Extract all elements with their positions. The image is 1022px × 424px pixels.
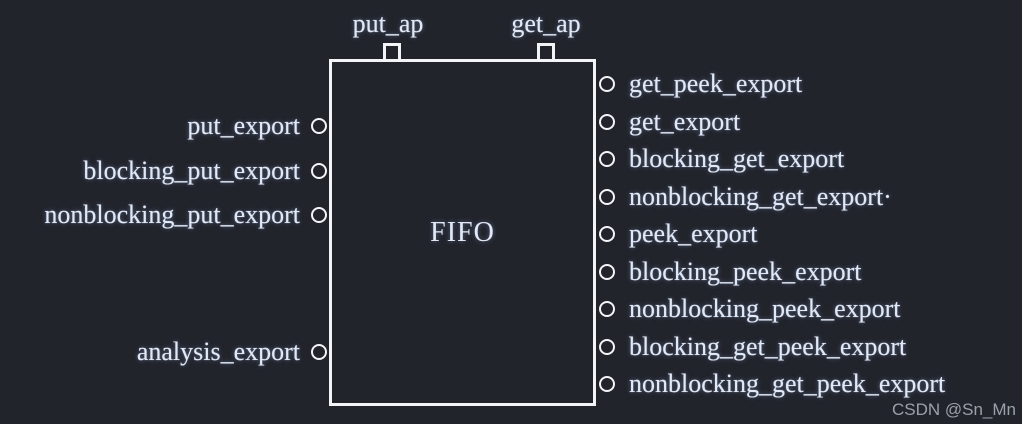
- top-port-label-put-ap: put_ap: [352, 9, 424, 38]
- port-circle-blocking-put-export-icon: [311, 163, 327, 179]
- port-circle-get-peek-export-icon: [599, 76, 615, 92]
- port-circle-nonblocking-get-peek-export-icon: [599, 376, 615, 392]
- right-port-label-peek-export: peek_export: [629, 219, 758, 248]
- right-port-label-nonblocking-get-peek-export: nonblocking_get_peek_export: [629, 369, 946, 398]
- right-port-label-nonblocking-get-export: nonblocking_get_export·: [629, 182, 892, 211]
- left-port-label-put-export: put_export: [187, 111, 300, 140]
- port-circle-nonblocking-peek-export-icon: [599, 301, 615, 317]
- left-port-label-nonblocking-put-export: nonblocking_put_export: [44, 200, 300, 229]
- port-circle-blocking-get-peek-export-icon: [599, 339, 615, 355]
- port-circle-nonblocking-get-export-icon: [599, 189, 615, 205]
- port-circle-blocking-get-export-icon: [599, 151, 615, 167]
- csdn-watermark: CSDN @Sn_Mn: [891, 400, 1016, 419]
- port-circle-nonblocking-put-export-icon: [311, 207, 327, 223]
- left-port-label-blocking-put-export: blocking_put_export: [83, 156, 300, 185]
- port-circle-peek-export-icon: [599, 226, 615, 242]
- top-port-label-get-ap: get_ap: [511, 9, 581, 38]
- port-circle-analysis-export-icon: [311, 344, 327, 360]
- right-port-label-blocking-get-export: blocking_get_export: [629, 144, 845, 173]
- fifo-block: FIFO: [329, 59, 596, 406]
- right-port-label-get-export: get_export: [629, 107, 741, 136]
- port-circle-get-export-icon: [599, 114, 615, 130]
- right-port-label-blocking-get-peek-export: blocking_get_peek_export: [629, 332, 907, 361]
- port-circle-blocking-peek-export-icon: [599, 264, 615, 280]
- right-port-label-nonblocking-peek-export: nonblocking_peek_export: [629, 294, 901, 323]
- left-port-label-analysis-export: analysis_export: [136, 337, 300, 366]
- port-circle-put-export-icon: [311, 118, 327, 134]
- right-port-label-get-peek-export: get_peek_export: [629, 69, 803, 98]
- right-port-label-blocking-peek-export: blocking_peek_export: [629, 257, 862, 286]
- fifo-block-label: FIFO: [430, 216, 495, 248]
